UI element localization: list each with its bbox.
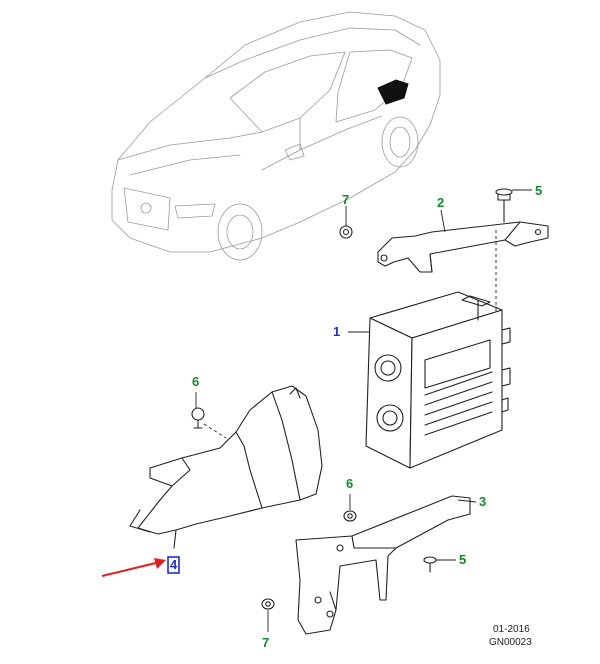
callout-2: 2 [437,195,445,210]
cover-bracket [129,385,323,549]
leader-2 [440,209,446,233]
footer-code: GN00023 [489,637,532,648]
screw-top [495,188,513,223]
callout-7-bottom: 7 [262,635,270,650]
screw-right [423,556,437,573]
footer-date: 01-2016 [493,624,530,635]
vehicle-outline [111,11,441,261]
leader-lines [195,189,532,632]
clip-top [339,225,353,239]
callout-6-center: 6 [346,476,354,491]
upper-bracket [377,221,549,273]
red-pointer-arrow [101,558,166,577]
callout-4: 4 [170,557,178,572]
leader-clip-dash [203,423,227,439]
clip-left [191,407,205,429]
module-unit [365,291,511,469]
callout-5-top: 5 [535,183,543,198]
callout-4-highlight-box [167,556,180,574]
callout-3: 3 [479,494,487,509]
lower-bracket [295,495,471,635]
callout-7-top: 7 [342,192,350,207]
clip-bottom [261,598,275,610]
leader-3 [457,499,477,503]
callout-6-left: 6 [192,374,200,389]
clip-center [343,510,357,522]
callout-5-right: 5 [459,552,467,567]
callout-1: 1 [333,324,341,339]
